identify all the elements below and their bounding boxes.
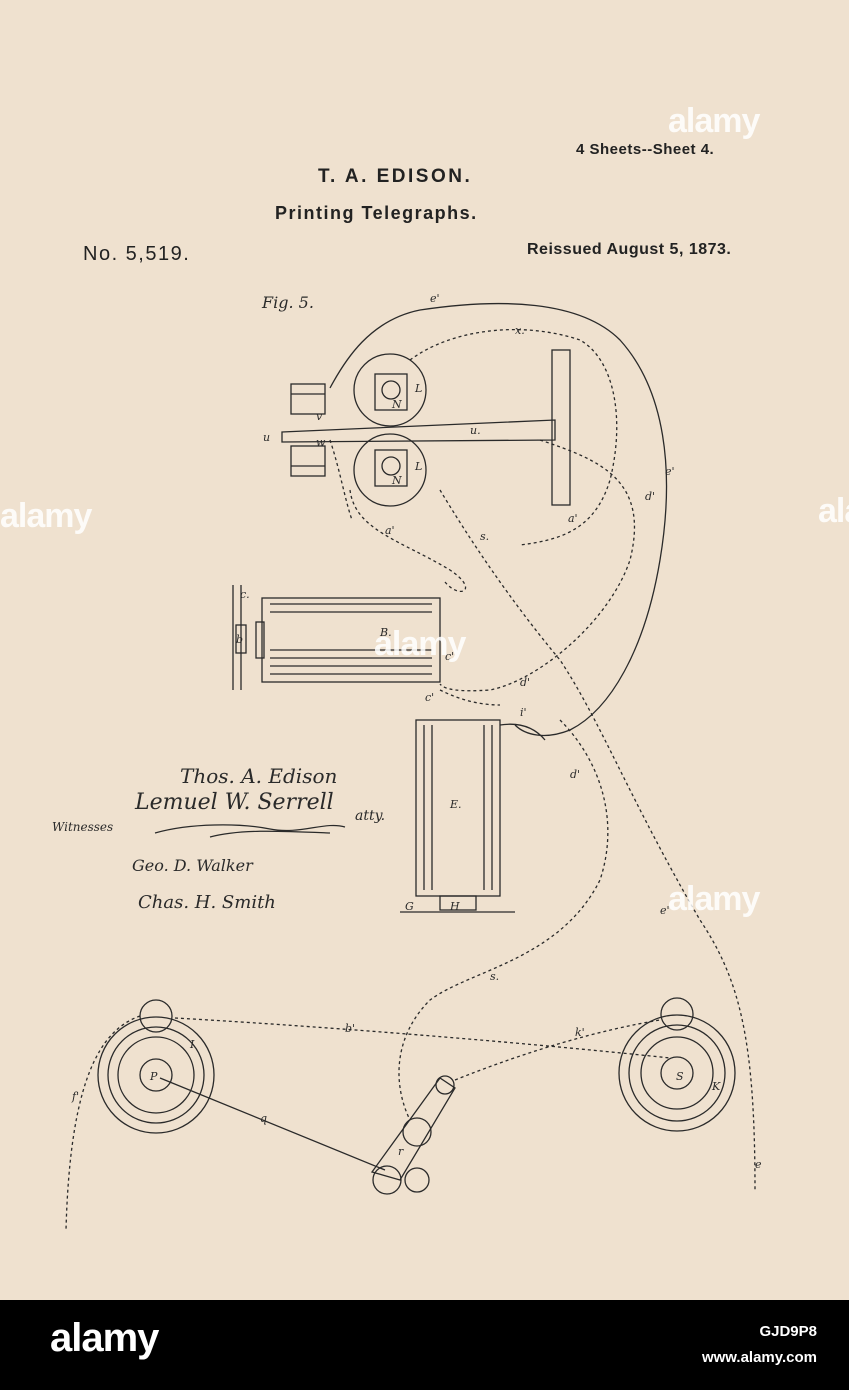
label-e-prime-top: e': [430, 292, 440, 305]
watermark-center: alamy: [374, 625, 465, 664]
label-c-prime-low: c': [425, 691, 434, 704]
patent-sheet: 4 Sheets--Sheet 4. T. A. EDISON. Printin…: [0, 0, 849, 1300]
watermark-mid-right: alamy: [818, 492, 849, 531]
label-f-prime: f': [71, 1090, 79, 1103]
label-e-prime-right: e': [665, 465, 675, 478]
dashed-wire-s: [440, 490, 755, 1190]
label-s-low: s.: [490, 970, 499, 983]
label-E: E.: [449, 798, 462, 811]
label-d-prime-mid: d': [520, 676, 530, 689]
attorney-signature: Lemuel W. Serrell: [135, 790, 334, 815]
label-d-prime-upper: d': [645, 490, 655, 503]
label-L-upper: L: [414, 382, 422, 395]
inventor-signature: Thos. A. Edison: [180, 764, 337, 788]
image-id: GJD9P8: [759, 1323, 817, 1340]
alamy-logo: alamy: [50, 1316, 158, 1361]
label-k-prime: k': [575, 1026, 585, 1039]
dashed-wire-c-prime: [440, 690, 500, 705]
label-w: w: [316, 436, 326, 449]
label-u-left: u: [263, 431, 270, 444]
dashed-wire-x: [410, 330, 617, 545]
site-url: www.alamy.com: [702, 1349, 817, 1366]
label-G: G: [405, 900, 414, 913]
dashed-wire-b-prime: [175, 1018, 670, 1058]
label-q: q: [260, 1112, 267, 1125]
label-P: P: [149, 1070, 158, 1083]
watermark-lower-right: alamy: [668, 880, 759, 919]
attorney-suffix: atty.: [355, 808, 385, 824]
label-s-upper: s.: [480, 530, 489, 543]
witness-1-signature: Geo. D. Walker: [132, 856, 253, 875]
label-L-lower: L: [414, 460, 422, 473]
label-u-lever: u.: [470, 424, 481, 437]
lower-contact: [291, 446, 325, 476]
label-i-prime: i': [520, 706, 527, 719]
lever-q: [160, 1078, 385, 1170]
dashed-wire-d-prime: [440, 440, 634, 691]
label-c: c.: [240, 588, 250, 601]
label-I: I: [189, 1038, 195, 1051]
label-v: v: [316, 410, 323, 423]
dashed-wire-a-prime: [350, 490, 466, 591]
label-b: b: [236, 633, 243, 646]
witness-2-signature: Chas. H. Smith: [138, 892, 276, 913]
label-x: x.: [515, 324, 525, 337]
label-N-upper: N: [391, 398, 402, 411]
wire-e-prime: [330, 304, 667, 736]
witnesses-label: Witnesses: [52, 820, 113, 834]
label-a-prime-left: a': [385, 524, 395, 537]
label-r: r: [398, 1145, 404, 1158]
figure-label: Fig. 5.: [261, 293, 314, 312]
label-e-low: e: [755, 1158, 762, 1171]
label-d-prime-low: d': [570, 768, 580, 781]
label-a-prime-right: a': [568, 512, 578, 525]
label-S: S: [676, 1070, 684, 1083]
label-K: K: [711, 1080, 721, 1093]
watermark-mid-left: alamy: [0, 497, 91, 536]
signature-flourish: [150, 815, 350, 845]
label-b-prime: b': [345, 1022, 355, 1035]
label-H: H: [449, 900, 460, 913]
label-N-lower: N: [391, 474, 402, 487]
watermark-top-right: alamy: [668, 102, 759, 141]
